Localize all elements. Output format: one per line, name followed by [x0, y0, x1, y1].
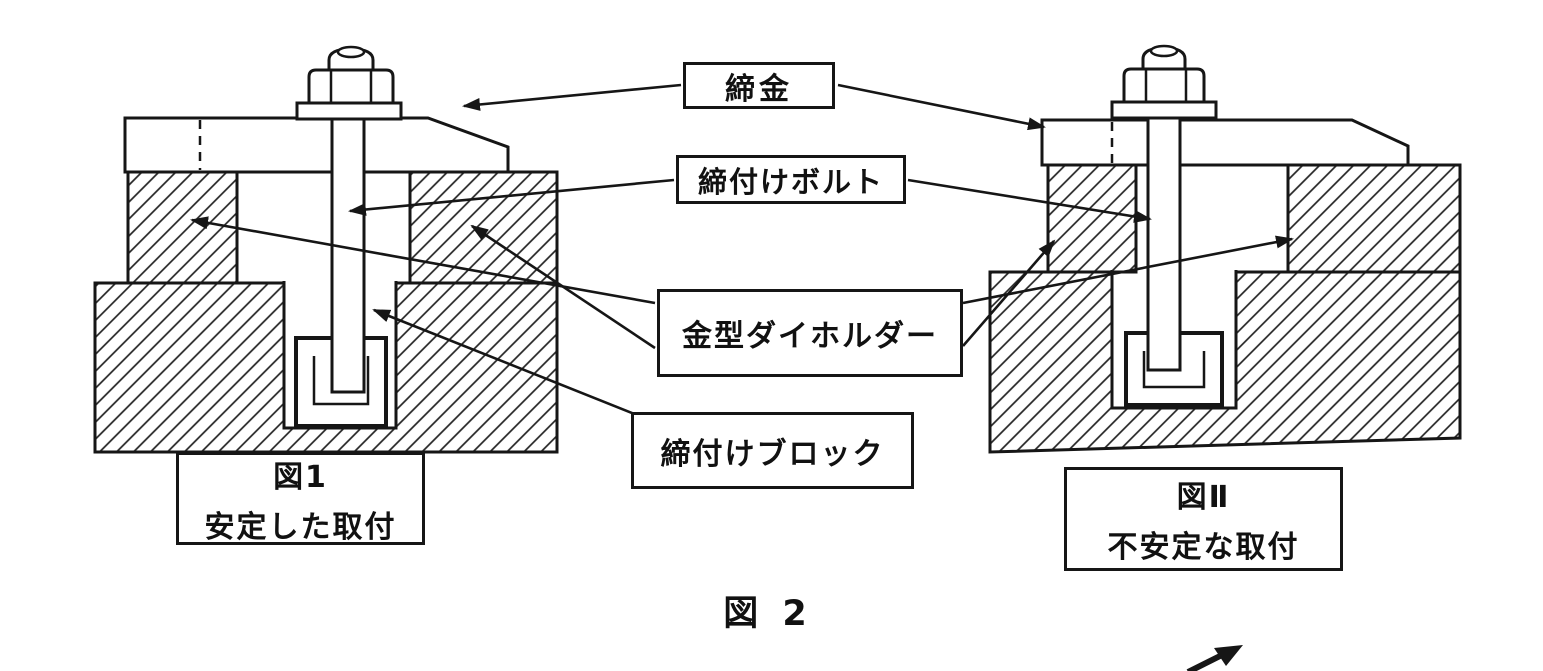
caption-unstable: 図Ⅱ 不安定な取付 [1064, 467, 1343, 571]
caption-stable-title: 図1 [273, 459, 328, 495]
arrow-dieholder-right-far [962, 235, 1294, 305]
unstable-figure-drawing [988, 44, 1462, 454]
die-holder-left-a [126, 170, 239, 285]
bolt-shaft-left [330, 117, 366, 394]
washer-left [295, 101, 403, 121]
label-clamping-bolt: 締付けボルト [676, 155, 906, 204]
nut-left [307, 68, 395, 105]
stable-figure-drawing [93, 45, 559, 454]
die-holder-right-a [1046, 163, 1138, 274]
nut-right [1122, 67, 1206, 104]
bolt-tip-right [1149, 44, 1179, 58]
cutoff-arrow-icon [1186, 645, 1243, 671]
arrow-block [372, 308, 638, 417]
arrow-clamp-right [837, 83, 1046, 131]
caption-stable: 図1 安定した取付 [176, 452, 425, 545]
label-clamping-bolt-text: 締付けボルト [697, 164, 884, 199]
caption-unstable-subtitle: 不安定な取付 [1107, 530, 1300, 565]
die-holder-right-b [1286, 163, 1462, 274]
label-clamp-text: 締金 [725, 71, 793, 107]
label-die-holder: 金型ダイホルダー [657, 289, 963, 377]
arrow-dieholder-right-near [962, 239, 1056, 347]
label-clamping-block: 締付けブロック [631, 412, 914, 489]
clamp-plate-right [1040, 118, 1410, 167]
bolt-shaft-right [1146, 116, 1182, 372]
caption-stable-subtitle: 安定した取付 [204, 509, 397, 545]
nut-facets-right [1144, 69, 1188, 102]
arrow-clamp-left [462, 83, 682, 111]
label-clamping-block-text: 締付けブロック [660, 436, 885, 472]
figure-number: 図 2 [723, 594, 813, 634]
die-holder-left-b [408, 170, 559, 285]
arrow-bolt-right [907, 178, 1152, 223]
clamp-plate-left [123, 116, 510, 174]
leader-arrows [190, 83, 1294, 417]
label-clamp: 締金 [683, 62, 835, 109]
caption-unstable-title: 図Ⅱ [1176, 480, 1231, 515]
arrow-bolt-left [348, 178, 675, 216]
bolt-tip-left [336, 45, 366, 59]
washer-right [1110, 100, 1218, 120]
arrow-dieholder-left-near [470, 224, 656, 350]
nut-facets-left [329, 70, 373, 103]
label-die-holder-text: 金型ダイホルダー [682, 319, 938, 354]
arrow-dieholder-left-far [190, 216, 656, 305]
